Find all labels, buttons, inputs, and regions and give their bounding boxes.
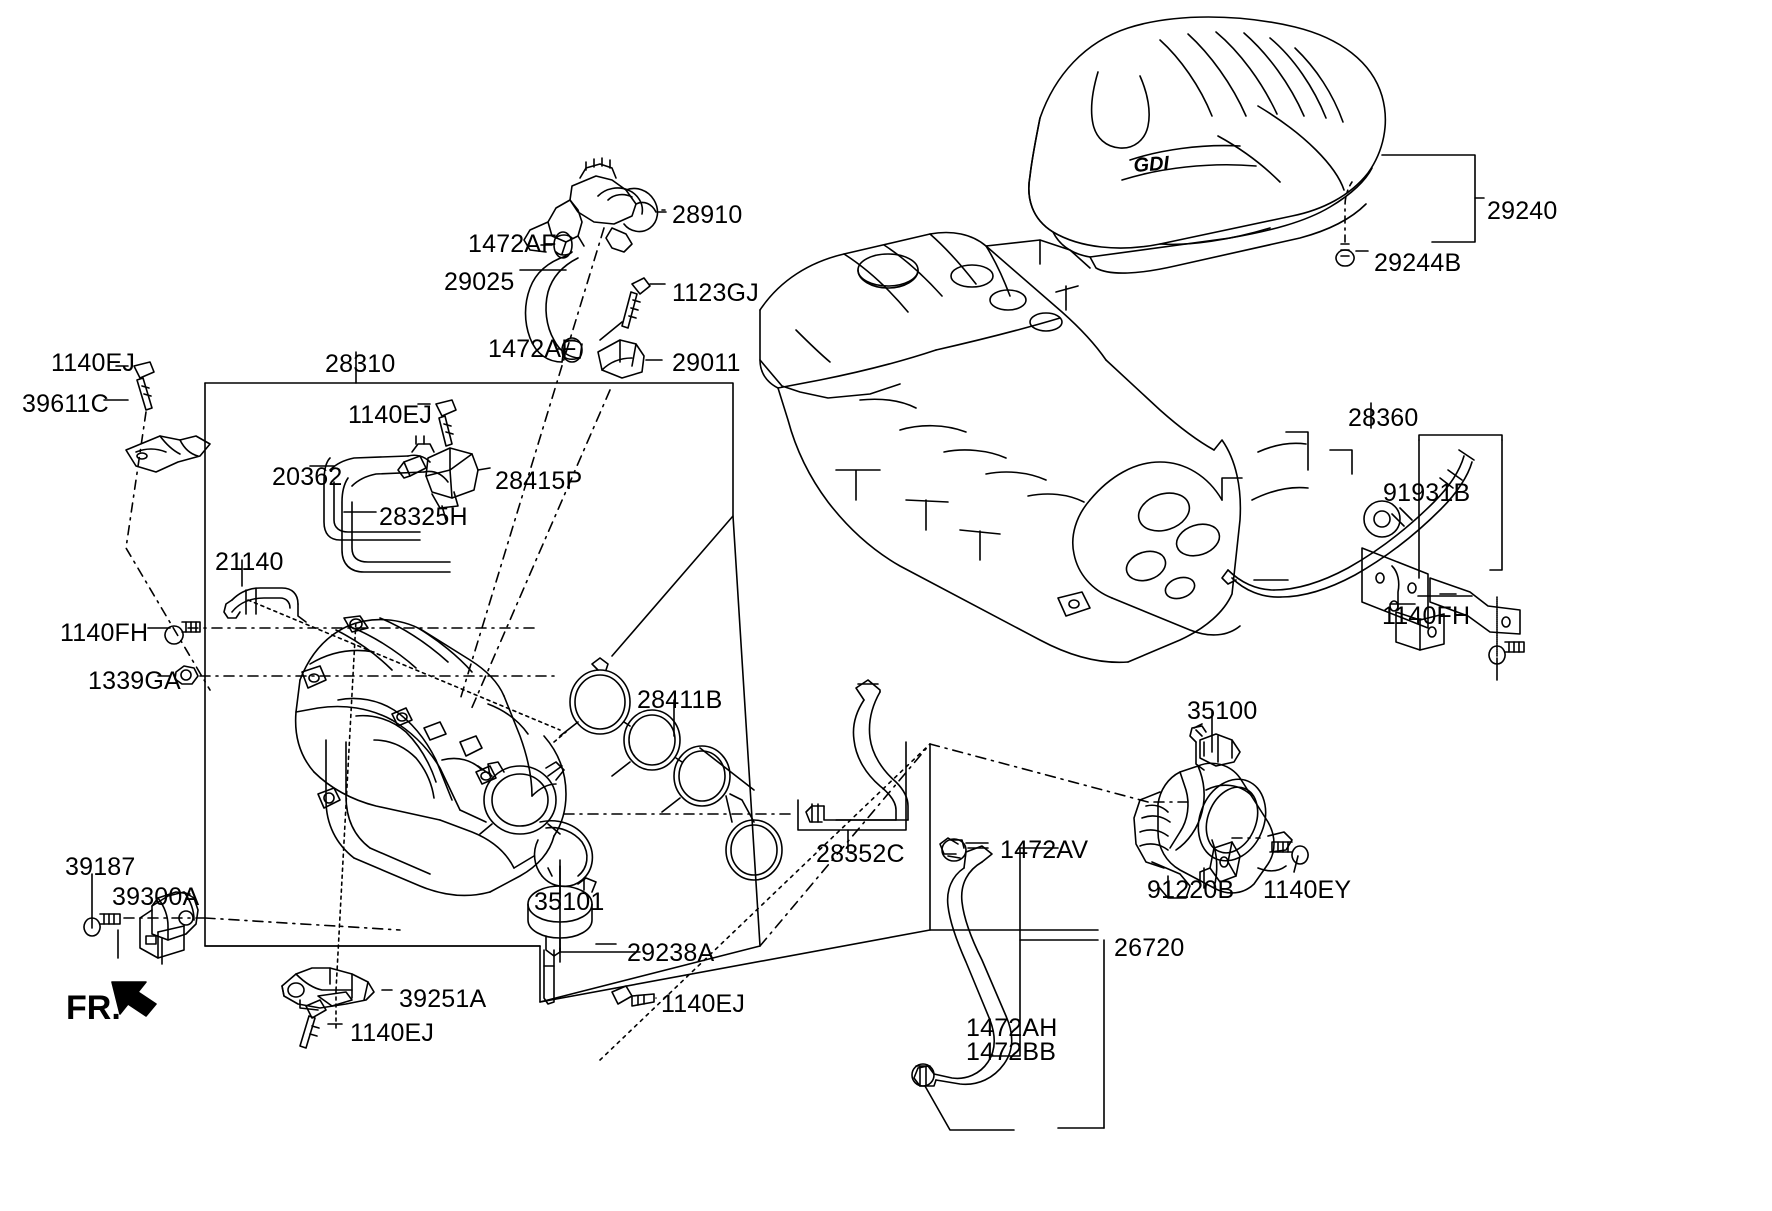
label-1140FH-right: 1140FH [1382,602,1471,630]
hose-28352C [559,679,909,853]
label-39251A: 39251A [399,985,487,1013]
label-28360: 28360 [1348,404,1419,432]
gasket-28411B [559,657,783,881]
label-28415P: 28415P [495,467,583,495]
label-1140EJ-a: 1140EJ [51,349,136,377]
label-35100: 35100 [1187,697,1258,725]
label-91931B: 91931B [1383,479,1471,507]
label-1140EJ-d: 1140EJ [350,1019,435,1047]
grommet-1472AF-top [540,231,573,259]
label-1472BB: 1472BB [966,1038,1057,1066]
throttle-body-35100 [1133,711,1293,899]
hose-29025 [519,255,583,363]
leader-1472AH [924,1085,1015,1131]
clamp-1472AH [911,939,1105,1131]
label-26720: 26720 [1114,934,1185,962]
leader-1140EY [1293,855,1299,873]
hose-21140 [223,559,307,623]
leader-28415P [477,467,491,471]
intake-manifold-body [294,615,567,897]
bolt-1140EJ-upper-mid [417,399,457,447]
label-1140FH-left: 1140FH [60,619,149,647]
knock-sensor-39251A [281,619,393,1033]
grommet-1472AF-bottom [557,337,583,363]
label-21140: 21140 [215,548,284,576]
label-1472AV: 1472AV [1000,836,1089,864]
label-35101: 35101 [534,888,605,916]
bolt-1140EJ-left [115,361,155,411]
label-28910: 28910 [672,201,743,229]
heat-protector-39611C [103,399,211,473]
actuator-29238A [527,877,617,1005]
label-1472AH: 1472AH [966,1014,1058,1042]
label-29244B: 29244B [1374,249,1462,277]
label-1140EJ-b: 1140EJ [348,401,433,429]
bolt-1140EJ-lower [299,999,343,1049]
bolt-1140EJ-actuator [611,985,657,1007]
label-29238A: 29238A [627,939,715,967]
label-91220B: 91220B [1147,876,1235,904]
label-1472AF-bottom: 1472AF [488,335,577,363]
label-29025: 29025 [444,268,515,296]
label-39187: 39187 [65,853,136,881]
label-28411B: 28411B [637,686,723,714]
front-orientation-label: FR. [66,989,121,1027]
label-1339GA: 1339GA [88,667,181,695]
leader-29240 [1335,154,1485,267]
nut-1339GA [157,665,561,685]
clamp-1472AV [941,838,967,862]
label-28325H: 28325H [379,503,468,531]
sensor-39300A [117,891,199,965]
bracket-91220B [1199,841,1241,889]
label-1140EY: 1140EY [1263,876,1352,904]
bolt-39187 [83,873,401,937]
bolt-1140EY [1271,841,1309,873]
label-29240: 29240 [1487,197,1558,225]
label-39300A: 39300A [112,883,200,911]
water-pipe-28360 [1221,402,1525,665]
bracket-29011 [597,339,663,379]
label-28352C: 28352C [816,840,905,868]
front-direction-arrow [111,981,157,1017]
solenoid-28415P [397,435,491,521]
label-29011: 29011 [672,349,741,377]
svg-text:GDI: GDI [1133,153,1170,177]
pcv-valve-28910 [523,157,667,255]
cylinder-head-assembly [759,231,1401,664]
engine-cover-29240: GDI [1028,16,1387,274]
label-20362: 20362 [272,463,343,491]
label-1140EJ-c: 1140EJ [661,990,746,1018]
label-1123GJ: 1123GJ [672,279,759,307]
group-box-28310 [204,351,761,1003]
label-39611C: 39611C [22,390,109,418]
label-28310: 28310 [325,350,396,378]
bolt-1140FH-left [147,621,541,645]
label-1472AF-top: 1472AF [468,230,557,258]
bolt-1123GJ [621,277,666,329]
